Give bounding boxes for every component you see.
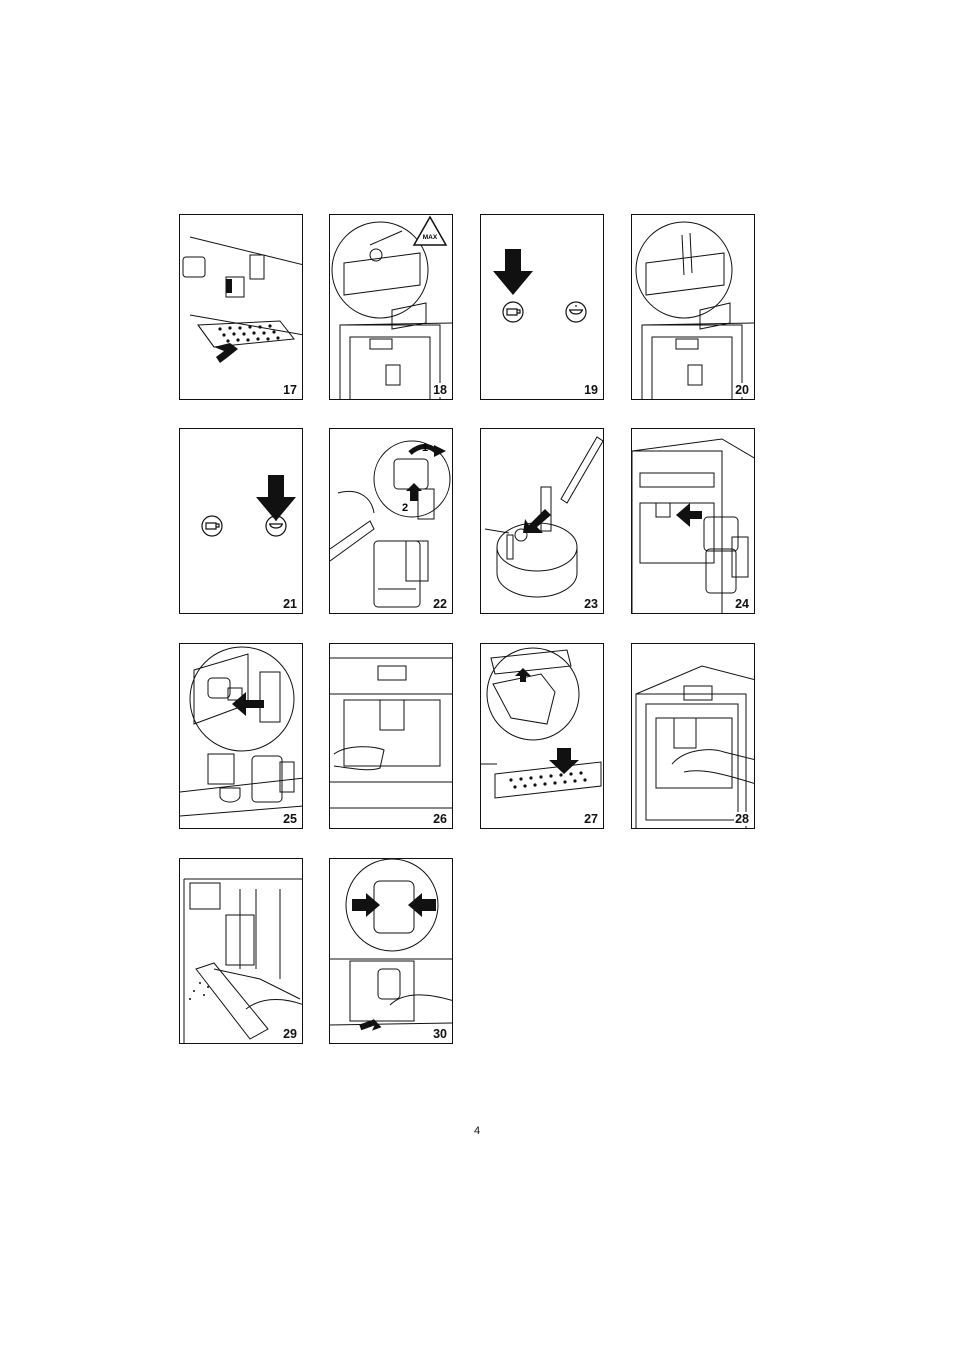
figure-28: 28 <box>631 643 755 829</box>
figure-18: MAX 18 <box>329 214 453 400</box>
figure-number: 28 <box>734 812 750 826</box>
figure-30: 30 <box>329 858 453 1044</box>
figure-number: 18 <box>432 383 448 397</box>
add-descaler-icon <box>632 215 755 400</box>
figure-number: 24 <box>734 597 750 611</box>
figure-24: 24 <box>631 428 755 614</box>
figure-number: 30 <box>432 1027 448 1041</box>
water-tank-fill-max-icon: MAX <box>330 215 453 400</box>
figure-number: 19 <box>583 383 599 397</box>
fill-milk-container-icon: 1 2 <box>330 429 453 614</box>
max-label: MAX <box>423 234 438 241</box>
figure-27: 27 <box>480 643 604 829</box>
press-left-button-icon <box>481 215 604 400</box>
figure-19: 19 <box>480 214 604 400</box>
figure-26: 26 <box>329 643 453 829</box>
figure-17: 17 <box>179 214 303 400</box>
figure-number: 25 <box>282 812 298 826</box>
milk-lid-cleaning-icon <box>481 429 604 614</box>
step-1-label: 1 <box>422 442 428 454</box>
drip-tray-insert-icon <box>481 644 604 829</box>
figure-25: 25 <box>179 643 303 829</box>
step-2-label: 2 <box>402 502 408 514</box>
milk-dispensing-icon <box>180 644 303 829</box>
page-number: 4 <box>0 1125 954 1137</box>
press-right-button-icon <box>180 429 303 614</box>
figure-number: 27 <box>583 812 599 826</box>
figure-number: 22 <box>432 597 448 611</box>
figure-number: 21 <box>282 597 298 611</box>
figure-21: 21 <box>179 428 303 614</box>
dispensing-hand-icon <box>632 644 755 829</box>
figure-29: 29 <box>179 858 303 1044</box>
figure-number: 26 <box>432 812 448 826</box>
attach-milk-container-icon <box>632 429 755 614</box>
figure-23: 23 <box>480 428 604 614</box>
figure-22: 1 2 22 <box>329 428 453 614</box>
coffee-spout-adjust-icon <box>330 644 453 829</box>
brew-unit-vacuum-icon <box>180 859 303 1044</box>
figure-number: 29 <box>282 1027 298 1041</box>
figure-number: 23 <box>583 597 599 611</box>
remove-brew-unit-icon <box>330 859 453 1044</box>
drip-tray-removal-icon <box>180 215 303 400</box>
figure-number: 20 <box>734 383 750 397</box>
figure-number: 17 <box>282 383 298 397</box>
figure-20: 20 <box>631 214 755 400</box>
